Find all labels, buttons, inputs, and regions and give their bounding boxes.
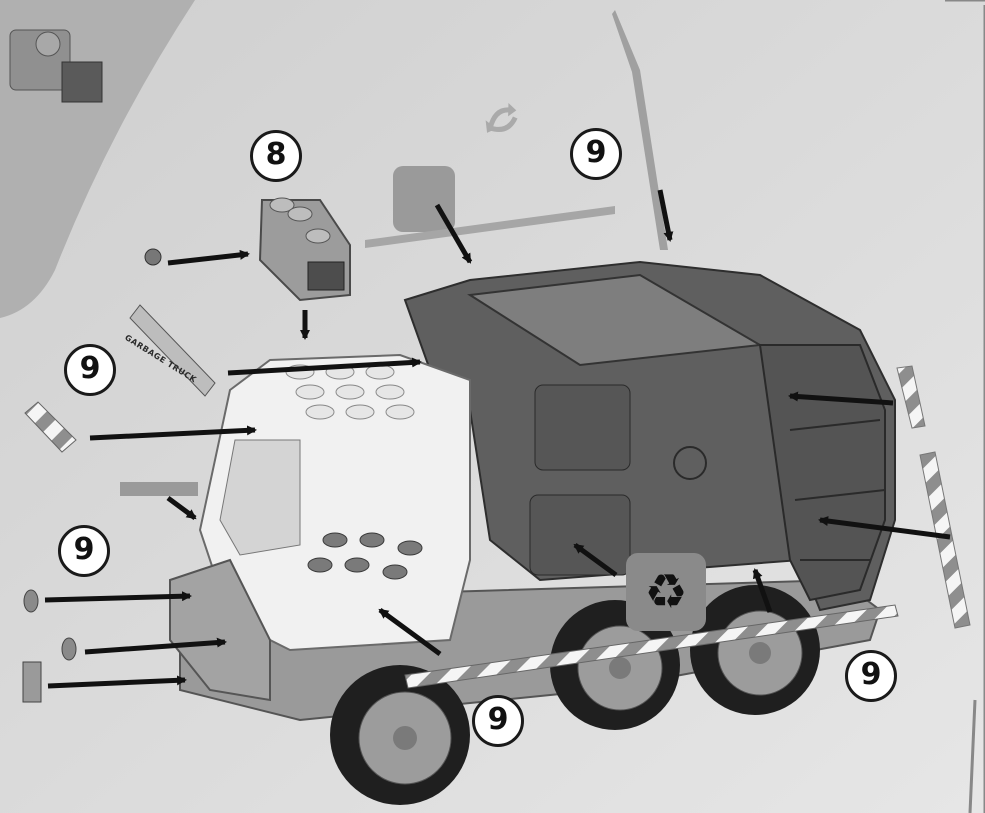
step-8-badge: 8 xyxy=(250,130,302,182)
side-panel-upper xyxy=(535,385,630,470)
small-round-sticker-a xyxy=(145,249,161,265)
side-panel xyxy=(530,495,630,575)
step-9-badge-left-upper: 9 xyxy=(64,344,116,396)
cab-window xyxy=(220,440,300,555)
light-sticker-1 xyxy=(24,590,38,612)
step-9-number: 9 xyxy=(488,705,509,735)
recycle-sticker: ♻ xyxy=(626,553,706,631)
recycle-icon: ♻ xyxy=(644,564,687,620)
step-9-badge-top: 9 xyxy=(570,128,622,180)
step-9-number: 9 xyxy=(586,138,607,168)
step-9-badge-left-lower: 9 xyxy=(58,525,110,577)
step-9-badge-bottom: 9 xyxy=(472,695,524,747)
step-8-number: 8 xyxy=(266,140,287,170)
step-9-number: 9 xyxy=(861,660,882,690)
step-9-number: 9 xyxy=(80,354,101,384)
step-9-number: 9 xyxy=(74,535,95,565)
wheel-front xyxy=(330,665,470,805)
grey-bar-sticker xyxy=(120,482,198,496)
step-9-badge-right: 9 xyxy=(845,650,897,702)
light-sticker-2 xyxy=(62,638,76,660)
plate-sticker xyxy=(23,662,41,702)
wheel-rear xyxy=(690,585,820,715)
